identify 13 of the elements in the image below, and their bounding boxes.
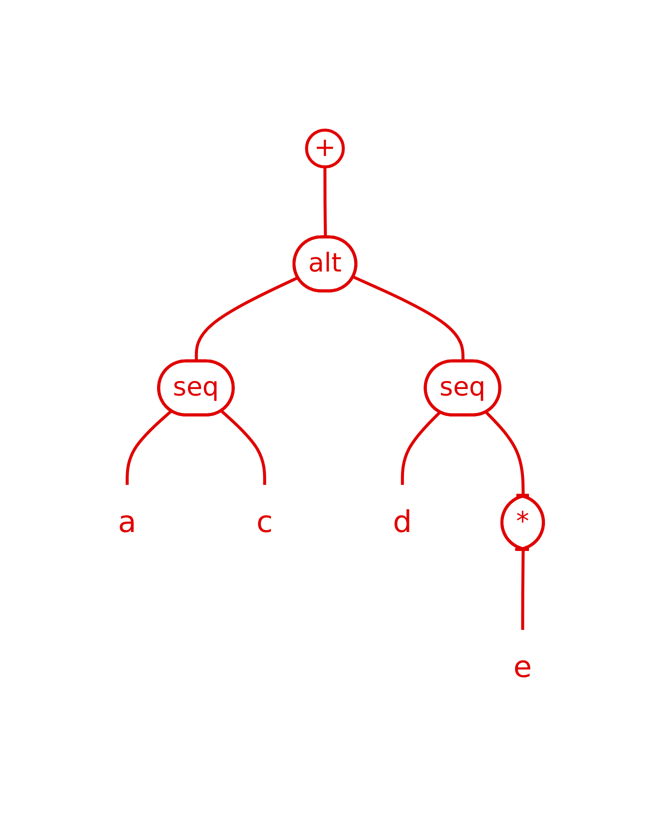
node-circle: + [305, 128, 345, 168]
node-text: d [392, 504, 412, 540]
node-text: c [256, 504, 273, 540]
node-text: a [118, 504, 136, 540]
node-text: e [513, 650, 532, 685]
connector [352, 276, 465, 362]
connector [126, 410, 172, 485]
connector [220, 410, 266, 485]
connector [485, 411, 525, 496]
connector [400, 411, 442, 485]
connector [323, 166, 327, 238]
connector [194, 276, 299, 362]
connector [521, 550, 525, 630]
